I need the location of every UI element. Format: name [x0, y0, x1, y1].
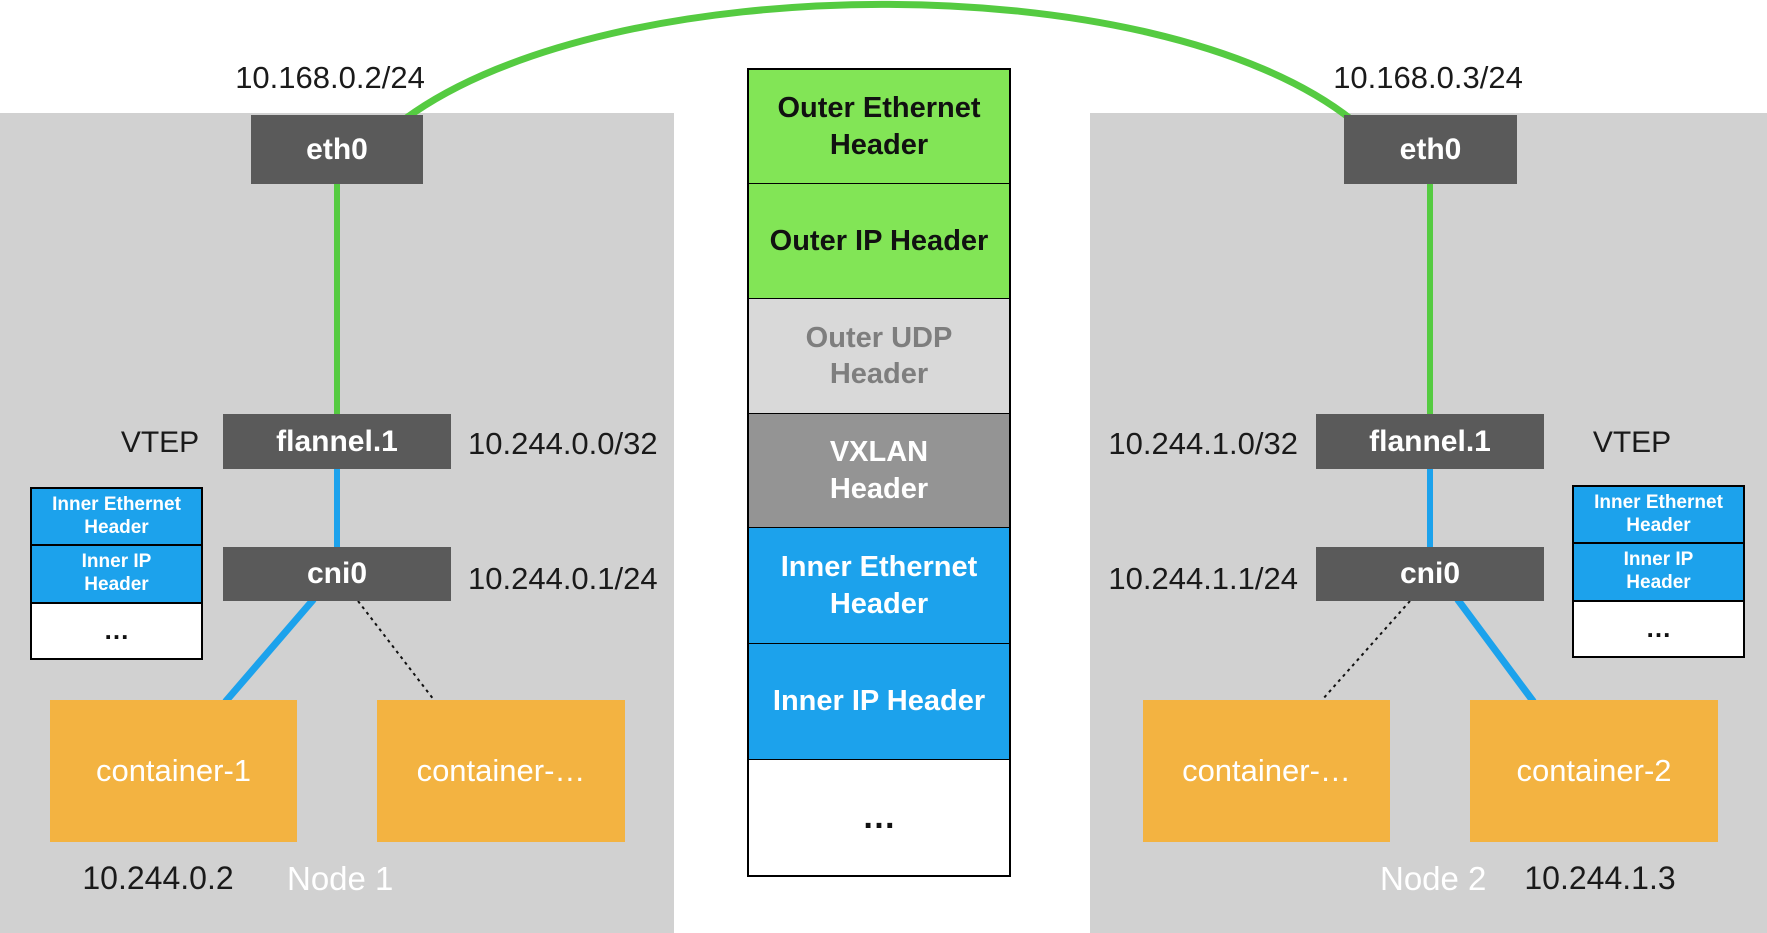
- inner-ethernet-header-cell: Inner Ethernet Header: [1574, 487, 1743, 544]
- node1-flannel-ip-label: 10.244.0.0/32: [468, 426, 658, 461]
- node1-eth0-box: eth0: [251, 115, 423, 184]
- node1-container-etc-box: container-…: [377, 700, 625, 842]
- node2-flannel-box: flannel.1: [1316, 414, 1544, 469]
- node2-cni0-box: cni0: [1316, 547, 1544, 601]
- inner-ethernet-header-cell: Inner Ethernet Header: [32, 489, 201, 546]
- ellipsis-cell: …: [1574, 602, 1743, 656]
- node2-inner-packet-stack: Inner Ethernet Header Inner IP Header …: [1572, 485, 1745, 658]
- outer-ip-header-cell: Outer IP Header: [749, 184, 1009, 299]
- node1-flannel-box: flannel.1: [223, 414, 451, 469]
- ellipsis-cell: …: [32, 604, 201, 658]
- inner-ip-header-cell: Inner IP Header: [32, 546, 201, 604]
- node2-name-label: Node 2: [1380, 860, 1487, 897]
- node1-cni0-box: cni0: [223, 547, 451, 601]
- inner-ethernet-header-cell: Inner Ethernet Header: [749, 528, 1009, 644]
- node2-vtep-label: VTEP: [1592, 426, 1672, 459]
- outer-udp-header-cell: Outer UDP Header: [749, 299, 1009, 414]
- node2-eth0-box: eth0: [1344, 115, 1517, 184]
- node1-name-label: Node 1: [287, 860, 394, 897]
- node1-cni0-ip-label: 10.244.0.1/24: [468, 561, 658, 596]
- node1-eth0-ip-label: 10.168.0.2/24: [235, 60, 425, 95]
- node2-flannel-ip-label: 10.244.1.0/32: [1108, 426, 1298, 461]
- outer-ethernet-header-cell: Outer Ethernet Header: [749, 70, 1009, 184]
- node1-container-1-ip-label: 10.244.0.2: [82, 860, 234, 896]
- vxlan-packet-stack: Outer Ethernet Header Outer IP Header Ou…: [747, 68, 1011, 877]
- node1-inner-packet-stack: Inner Ethernet Header Inner IP Header …: [30, 487, 203, 660]
- node2-container-2-ip-label: 10.244.1.3: [1524, 860, 1676, 896]
- node2-container-2-box: container-2: [1470, 700, 1718, 842]
- node1-vtep-label: VTEP: [120, 426, 200, 459]
- node2-container-etc-box: container-…: [1143, 700, 1390, 842]
- inner-ip-header-cell: Inner IP Header: [1574, 544, 1743, 602]
- ellipsis-cell: …: [749, 760, 1009, 875]
- vxlan-header-cell: VXLAN Header: [749, 414, 1009, 528]
- node1-container-1-box: container-1: [50, 700, 297, 842]
- inner-ip-header-cell: Inner IP Header: [749, 644, 1009, 760]
- node2-cni0-ip-label: 10.244.1.1/24: [1108, 561, 1298, 596]
- node2-eth0-ip-label: 10.168.0.3/24: [1333, 60, 1523, 95]
